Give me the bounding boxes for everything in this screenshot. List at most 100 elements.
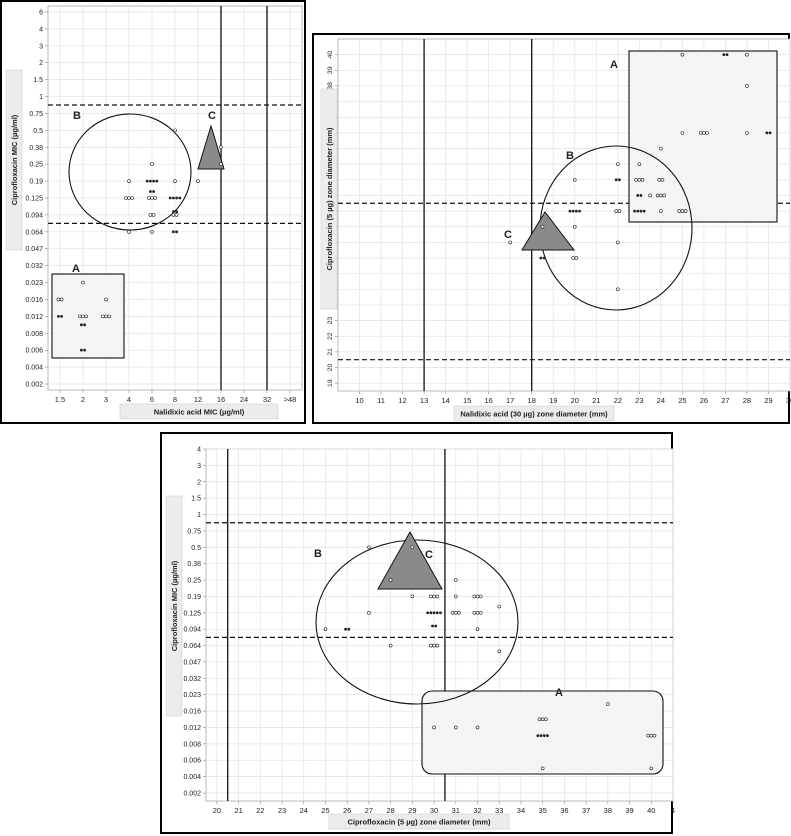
y-tick-label: 0.047: [183, 659, 201, 666]
x-tick-label: 26: [700, 396, 708, 405]
data-point: [646, 733, 650, 738]
data-point: [57, 314, 60, 318]
data-point: [410, 545, 415, 550]
x-tick-label: 30: [430, 806, 438, 815]
data-point: [347, 627, 351, 631]
group-c-region: [377, 530, 443, 590]
data-point: [540, 766, 545, 771]
data-point: [429, 611, 433, 615]
x-tick-label: 1.5: [55, 395, 65, 404]
data-point: [344, 627, 347, 631]
data-point: [634, 178, 638, 182]
data-point: [536, 734, 540, 738]
y-axis-label-box: [5, 69, 23, 251]
data-point: [546, 734, 549, 738]
data-point: [606, 702, 610, 706]
data-point: [472, 611, 477, 615]
y-tick-label: 4: [39, 26, 43, 33]
data-point: [431, 624, 434, 628]
data-point: [83, 323, 87, 327]
y-tick-label: 0.032: [25, 263, 43, 270]
y-tick-label: 3: [197, 463, 201, 470]
data-point: [768, 131, 772, 135]
y-tick-label: 22: [327, 332, 334, 340]
data-point: [434, 624, 438, 628]
data-point: [432, 643, 436, 648]
group-label-c: C: [504, 229, 512, 241]
y-tick-label: 20: [327, 364, 334, 372]
y-tick-label: 0.125: [25, 196, 43, 203]
data-point: [151, 213, 156, 217]
y-tick-label: 0.5: [33, 128, 43, 135]
data-point: [453, 578, 458, 582]
data-point: [171, 196, 175, 200]
data-point: [439, 611, 442, 615]
data-point: [426, 611, 430, 615]
x-tick-label: 22: [614, 396, 622, 405]
x-axis-label: Nalidixic acid (30 µg) zone diameter (mm…: [460, 410, 608, 419]
data-point: [127, 179, 131, 183]
data-point: [168, 196, 172, 200]
y-tick-label: 0.38: [29, 145, 43, 152]
data-point: [705, 131, 709, 135]
data-point: [636, 194, 640, 197]
data-point: [725, 53, 729, 57]
data-point: [660, 178, 665, 182]
data-point: [745, 52, 749, 57]
x-tick-label: 25: [321, 806, 329, 815]
x-tick-label: 37: [582, 806, 590, 815]
y-axis-label: Ciprofloxacin MIC (µg/ml): [10, 114, 19, 205]
x-tick-label: 32: [473, 806, 481, 815]
y-tick-label: 0.008: [183, 741, 201, 748]
data-point: [722, 53, 726, 57]
x-tick-label: 33: [495, 806, 503, 815]
data-point: [574, 256, 579, 260]
x-tick-label: 10: [355, 396, 363, 405]
group-label-b: B: [73, 110, 81, 122]
data-point: [435, 594, 440, 599]
data-point: [59, 297, 64, 302]
group-a-region: [421, 690, 664, 775]
y-axis-label-box: [320, 88, 338, 310]
data-point: [648, 193, 652, 198]
x-tick-label: 3: [104, 395, 108, 404]
data-point: [475, 627, 480, 631]
data-point: [571, 256, 575, 260]
data-point: [659, 193, 663, 198]
x-tick-label: 28: [386, 806, 394, 815]
x-tick-label: 28: [743, 396, 751, 405]
data-point: [614, 209, 619, 213]
data-point: [478, 594, 483, 599]
x-tick-label: 15: [463, 396, 471, 405]
data-point: [367, 611, 371, 615]
data-point: [457, 611, 461, 615]
data-point: [617, 209, 622, 213]
data-point: [649, 733, 654, 738]
data-point: [388, 643, 393, 648]
y-tick-label: 6: [39, 10, 43, 17]
y-tick-label: 0.016: [25, 297, 43, 304]
data-point: [432, 725, 436, 730]
y-tick-label: 38: [327, 82, 334, 90]
y-tick-label: 0.064: [183, 643, 201, 650]
group-label-c: C: [425, 549, 433, 561]
y-tick-label: 0.012: [25, 314, 43, 321]
x-tick-label: 32: [263, 395, 271, 404]
x-axis-label-box: [453, 405, 615, 422]
data-point: [152, 179, 156, 183]
y-tick-label: 0.19: [187, 594, 201, 601]
x-tick-label: 11: [377, 396, 385, 405]
data-point: [702, 131, 706, 135]
x-axis-label-box: [328, 813, 510, 830]
data-point: [540, 717, 545, 722]
data-point: [572, 224, 577, 229]
data-point: [537, 717, 542, 722]
x-axis-label: Ciprofloxacin (5 µg) zone diameter (mm): [347, 818, 491, 827]
y-tick-label: 0.094: [25, 212, 43, 219]
x-tick-label: 2: [81, 395, 85, 404]
x-tick-label: 31: [452, 806, 460, 815]
data-point: [174, 213, 179, 217]
group-a-region: [628, 50, 778, 223]
y-tick-label: 40: [327, 51, 334, 59]
